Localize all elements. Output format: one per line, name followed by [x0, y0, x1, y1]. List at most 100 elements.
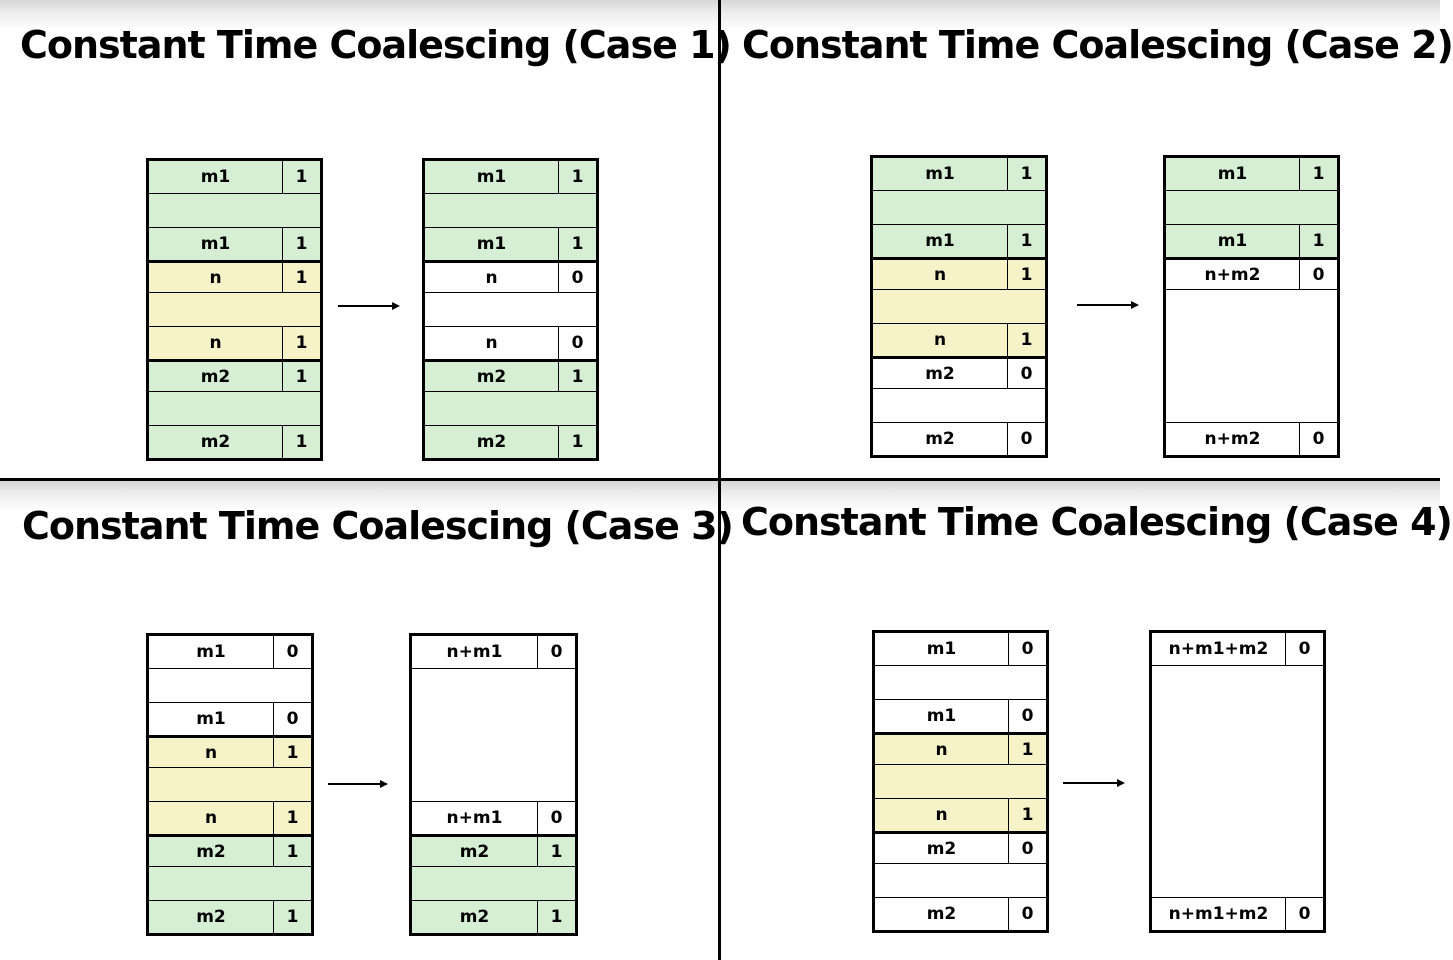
alloc-bit: 0: [1008, 834, 1046, 863]
size-label: m1: [925, 231, 955, 251]
size-label: m2: [926, 838, 957, 859]
size-label: n+m1+m2: [1168, 639, 1269, 659]
transition-arrow-icon: [1063, 779, 1125, 787]
header-tag: m1 1: [425, 161, 596, 194]
alloc-bit: 1: [537, 837, 575, 866]
header-tag: m2 0: [873, 356, 1045, 389]
alloc-bit: 1: [558, 161, 596, 193]
alloc-bit: 1: [282, 327, 320, 359]
size-label: m2: [200, 366, 231, 387]
footer-tag: n+m1 0: [412, 801, 575, 834]
size-label: n+m1: [446, 808, 503, 828]
panel-header-shade: [721, 481, 1440, 511]
size-label: m2: [459, 841, 490, 862]
size-label: n: [204, 808, 218, 828]
alloc-bit: 1: [273, 901, 311, 933]
payload-area: [875, 765, 1046, 798]
alloc-bit: 1: [1299, 225, 1337, 257]
size-label: m1: [926, 706, 957, 726]
panel-header-shade: [0, 0, 719, 30]
size-label: n: [933, 330, 947, 350]
alloc-bit: 0: [273, 636, 311, 668]
size-label: n: [485, 267, 498, 288]
alloc-bit: 0: [1285, 898, 1323, 930]
alloc-bit: 1: [558, 362, 596, 391]
alloc-bit: 1: [558, 426, 596, 458]
payload-area: [425, 392, 596, 425]
payload-area: [873, 191, 1045, 224]
size-label: n+m2: [1204, 429, 1261, 449]
size-label: m2: [926, 904, 957, 924]
horizontal-divider: [0, 478, 1440, 481]
size-label: n: [935, 739, 948, 760]
panel-case-3: Constant Time Coalescing (Case 3) m1 0 m1 0…: [0, 481, 734, 960]
payload-area: [425, 194, 596, 227]
size-label: m1: [196, 709, 226, 729]
size-label: m1: [476, 167, 507, 187]
alloc-bit: 1: [282, 263, 320, 292]
payload-area: [149, 669, 311, 702]
footer-tag: m2 0: [875, 897, 1046, 930]
payload-area: [875, 864, 1046, 897]
payload-area: [875, 666, 1046, 699]
alloc-bit: 1: [273, 802, 311, 834]
alloc-bit: 0: [1008, 633, 1046, 665]
payload-area: [149, 867, 311, 900]
size-label: n: [209, 267, 222, 288]
header-tag: m2 1: [425, 359, 596, 392]
transition-arrow-icon: [338, 302, 400, 310]
alloc-bit: 0: [558, 263, 596, 292]
payload-area: [412, 669, 575, 801]
size-label: m2: [925, 429, 955, 449]
size-label: m2: [476, 366, 507, 387]
size-label: m2: [925, 363, 955, 384]
size-label: m2: [196, 841, 226, 862]
footer-tag: m1 0: [149, 702, 311, 735]
payload-area: [873, 290, 1045, 323]
size-label: m1: [196, 642, 226, 662]
panel-title: Constant Time Coalescing (Case 3): [22, 504, 734, 548]
alloc-bit: 1: [1299, 158, 1337, 190]
alloc-bit: 0: [558, 327, 596, 359]
panel-title: Constant Time Coalescing (Case 2): [742, 23, 1453, 67]
alloc-bit: 1: [1008, 735, 1046, 764]
size-label: n: [209, 333, 222, 353]
size-label: m2: [196, 907, 226, 927]
size-label: n: [935, 805, 948, 825]
alloc-bit: 1: [1007, 225, 1045, 257]
alloc-bit: 0: [537, 802, 575, 834]
panel-header-shade: [0, 481, 719, 511]
size-label: m1: [1217, 231, 1248, 251]
alloc-bit: 0: [273, 703, 311, 735]
alloc-bit: 0: [537, 636, 575, 668]
alloc-bit: 1: [1007, 324, 1045, 356]
footer-tag: m1 1: [873, 224, 1045, 257]
payload-area: [149, 392, 320, 425]
alloc-bit: 1: [282, 161, 320, 193]
payload-area: [425, 293, 596, 326]
payload-area: [873, 389, 1045, 422]
panel-title: Constant Time Coalescing (Case 4): [741, 500, 1453, 544]
alloc-bit: 0: [1007, 359, 1045, 388]
alloc-bit: 0: [1008, 898, 1046, 930]
